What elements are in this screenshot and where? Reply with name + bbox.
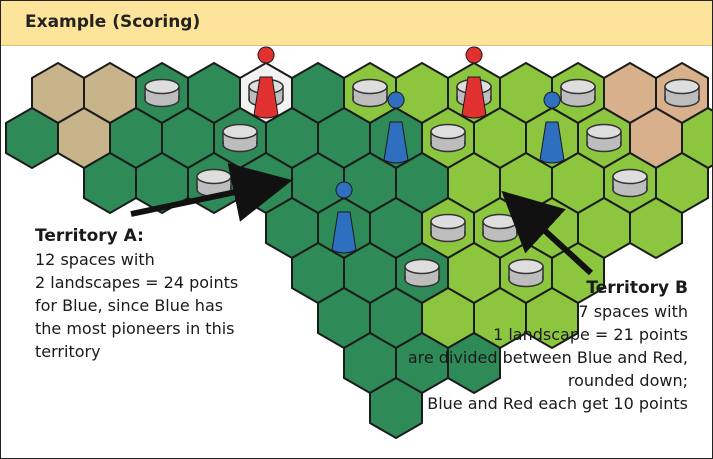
territory-b-line: rounded down; <box>328 369 688 392</box>
territory-a-line: 12 spaces with <box>35 248 305 271</box>
territory-b-title: Territory B <box>328 277 688 300</box>
territory-b-caption: Territory B 7 spaces with 1 landscape = … <box>328 277 688 415</box>
panel-header: Example (Scoring) <box>1 1 712 46</box>
territory-b-line: 7 spaces with <box>328 300 688 323</box>
territory-a-caption: Territory A: 12 spaces with 2 landscapes… <box>35 225 305 363</box>
territory-b-line: are divided between Blue and Red, <box>328 346 688 369</box>
landscape-token <box>483 215 517 242</box>
territory-a-line: territory <box>35 340 305 363</box>
territory-b-line: 1 landscape = 21 points <box>328 323 688 346</box>
landscape-token <box>665 80 699 107</box>
territory-a-line: 2 landscapes = 24 points <box>35 271 305 294</box>
landscape-token <box>353 80 387 107</box>
landscape-token <box>431 125 465 152</box>
territory-a-title: Territory A: <box>35 225 305 248</box>
territory-a-line: the most pioneers in this <box>35 317 305 340</box>
territory-b-line: Blue and Red each get 10 points <box>328 392 688 415</box>
landscape-token <box>223 125 257 152</box>
landscape-token <box>561 80 595 107</box>
landscape-token <box>613 170 647 197</box>
territory-a-line: for Blue, since Blue has <box>35 294 305 317</box>
landscape-token <box>587 125 621 152</box>
panel-title: Example (Scoring) <box>25 12 200 32</box>
landscape-token <box>431 215 465 242</box>
landscape-token <box>145 80 179 107</box>
